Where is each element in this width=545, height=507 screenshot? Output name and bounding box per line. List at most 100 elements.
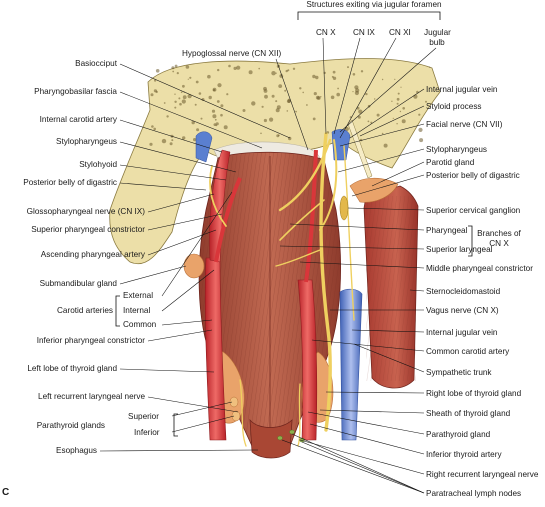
bone-speckle <box>216 100 220 103</box>
bone-speckle <box>187 78 189 80</box>
bone-speckle <box>217 83 222 88</box>
leader-line <box>161 269 215 312</box>
bone-speckle <box>198 92 202 95</box>
bone-speckle <box>429 66 431 68</box>
leader-line <box>119 119 223 153</box>
bone-speckle <box>196 128 200 132</box>
label-inf-constrictor: Inferior pharyngeal constrictor <box>36 336 145 345</box>
bone-speckle <box>396 102 399 105</box>
label-post-digastric-right: Posterior belly of digastric <box>426 171 520 180</box>
leader-line <box>275 58 309 151</box>
leader-line <box>291 433 425 494</box>
bone-speckle <box>381 132 384 135</box>
jugular-foramen-header: Structures exiting via jugular foramen <box>306 0 442 9</box>
label-paratracheal-nodes: Paratracheal lymph nodes <box>426 489 522 498</box>
leader-line <box>147 329 213 342</box>
bone-speckle <box>208 95 212 100</box>
bone-speckle <box>269 117 274 122</box>
label-parathyroid-gland: Parathyroid gland <box>426 430 491 439</box>
label-sympathetic-trunk: Sympathetic trunk <box>426 368 492 377</box>
bone-speckle <box>271 71 276 76</box>
leader-line <box>347 207 425 211</box>
bone-speckle <box>312 117 316 121</box>
bone-speckle <box>337 87 339 90</box>
bone-speckle <box>181 99 186 104</box>
label-inf-thyroid-artery: Inferior thyroid artery <box>426 450 502 459</box>
label-mid-constrictor: Middle pharyngeal constrictor <box>426 264 533 273</box>
bone-speckle <box>150 93 154 97</box>
leader-line <box>307 411 425 435</box>
label-styloid-process: Styloid process <box>426 102 482 111</box>
bone-speckle <box>215 122 219 126</box>
leader-line <box>171 401 233 417</box>
leader-line <box>351 174 425 197</box>
label-carotid-title: Carotid arteries <box>57 306 113 315</box>
label-left-thyroid: Left lobe of thyroid gland <box>27 364 117 373</box>
label-ijv-upper: Internal jugular vein <box>426 85 498 94</box>
bone-speckle <box>275 108 280 113</box>
leader-line <box>119 141 237 173</box>
bone-speckle <box>292 67 296 71</box>
bone-speckle <box>347 66 349 69</box>
bone-speckle <box>299 87 302 90</box>
label-cn-x: CN X <box>316 28 336 37</box>
leader-line <box>359 105 425 137</box>
leader-line <box>119 368 215 373</box>
bone-speckle <box>402 107 406 110</box>
bone-speckle <box>189 76 192 79</box>
label-cn-xi: CN XI <box>389 28 411 37</box>
scm-fibers <box>366 196 416 381</box>
leader-line <box>311 339 425 352</box>
leader-line <box>161 191 233 297</box>
label-common-carotid-right: Common carotid artery <box>426 347 510 356</box>
leader-line <box>119 63 291 139</box>
label-stylopharyngeus-left: Stylopharyngeus <box>56 137 117 146</box>
bone-speckle <box>261 105 264 108</box>
leader-line <box>351 329 425 333</box>
label-basiocciput: Basiocciput <box>75 59 117 68</box>
bone-speckle <box>394 78 396 80</box>
leader-line <box>333 37 361 135</box>
bone-speckle <box>200 117 203 120</box>
nerves <box>209 132 355 447</box>
bone-speckle <box>356 106 360 110</box>
label-parotid: Parotid gland <box>426 158 475 167</box>
sympathetic-trunk <box>343 145 355 321</box>
bone-speckle <box>374 98 376 100</box>
leader-line <box>349 88 425 139</box>
leader-line <box>147 213 223 231</box>
label-internal-carotid: Internal carotid artery <box>39 115 117 124</box>
esophagus <box>249 418 293 459</box>
bone-speckle <box>312 74 316 79</box>
brackets <box>115 11 473 437</box>
bone-texture <box>149 64 431 148</box>
leader-line <box>301 441 425 494</box>
bone-speckle <box>399 110 402 113</box>
right-internal-carotid <box>304 149 318 283</box>
bone-speckle <box>263 89 268 93</box>
bone-speckle <box>295 110 297 113</box>
bone-speckle <box>419 138 424 143</box>
bone-speckle <box>212 88 216 92</box>
left-common-carotid <box>204 257 227 441</box>
bone-speckle <box>263 118 267 123</box>
leader-line <box>147 229 217 256</box>
bone-speckle <box>258 67 261 70</box>
label-parathyroid-inferior: Inferior <box>134 428 160 437</box>
bone-speckle <box>357 115 361 119</box>
submandibular-gland <box>183 253 205 279</box>
bone-speckle <box>278 84 283 88</box>
bone-speckle <box>236 65 241 70</box>
leader-line <box>289 223 425 231</box>
bone-speckle <box>381 78 384 81</box>
bone-speckle <box>171 139 174 142</box>
leader-line <box>119 265 187 285</box>
superior-cervical-ganglion <box>339 195 349 221</box>
bone-speckle <box>180 91 183 94</box>
bone-speckle <box>174 93 176 95</box>
bone-speckle <box>182 84 185 88</box>
hypoglossal-nerve <box>278 138 332 212</box>
bone-speckle <box>171 66 175 70</box>
